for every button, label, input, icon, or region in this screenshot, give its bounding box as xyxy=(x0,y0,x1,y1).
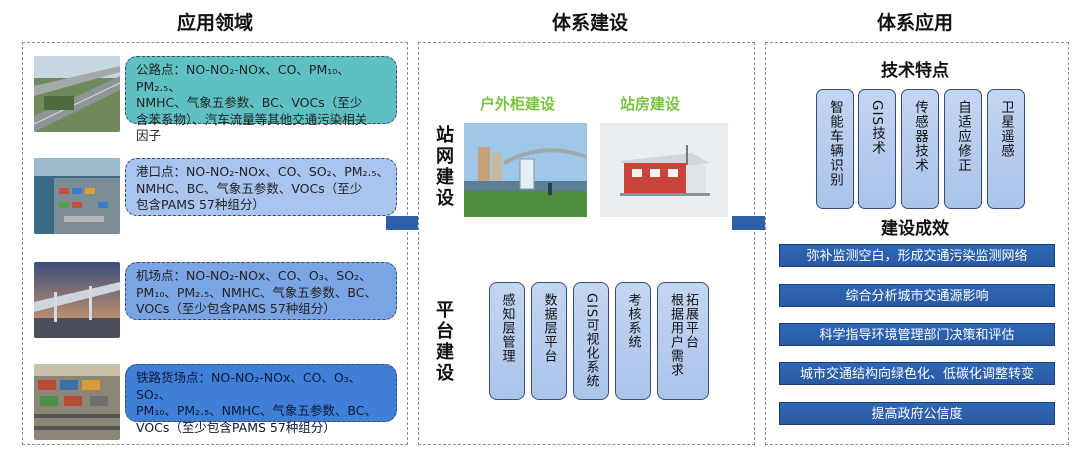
platform-construction-label: 平台建设 xyxy=(433,300,454,384)
platform-item-label: 感知层管理 xyxy=(499,293,515,363)
application-row-line: 机场点：NO-NO₂-NOx、CO、O₃、SO₂、 xyxy=(136,268,372,283)
application-row-line: VOCs（至少包含PAMS 57种组分） xyxy=(136,301,336,316)
application-row-line: 含苯系物）、汽车流量等其他交通污染相关 xyxy=(136,111,368,127)
tech-item-gis: GIS技术 xyxy=(858,89,896,209)
platform-item-label: GIS可视化系统 xyxy=(583,293,599,389)
tech-item-label: GIS技术 xyxy=(869,100,885,156)
photo-highway xyxy=(34,56,120,132)
application-row-highway: 公路点：NO-NO₂-NOx、CO、PM₁₀、PM₂.₅、 NMHC、气象五参数… xyxy=(125,56,397,143)
application-row-port: 港口点：NO-NO₂-NOx、CO、SO₂、PM₂.₅、 NMHC、BC、气象五… xyxy=(125,158,397,216)
photo-station-room xyxy=(600,123,728,217)
section-title-usage: 体系应用 xyxy=(876,12,953,34)
application-row-railway: 铁路货场点：NO-NO₂-NOx、CO、O₃、SO₂、 PM₁₀、PM₂.₅、N… xyxy=(125,364,397,435)
application-row-line: NMHC、BC、气象五参数、VOCs（至少 xyxy=(136,180,363,196)
platform-item-perception: 感知层管理 xyxy=(489,282,525,400)
tech-item-label: 自适应修正 xyxy=(955,100,971,173)
platform-item-label: 拓展平台 xyxy=(683,293,698,349)
application-row-line: NMHC、气象五参数、BC、VOCs（至少 xyxy=(136,95,363,110)
tech-item-sensor: 传感器技术 xyxy=(901,89,939,209)
application-row-line: 包含PAMS 57种组分） xyxy=(136,197,265,212)
application-row-line: 公路点：NO-NO₂-NOx、CO、PM₁₀、PM₂.₅、 xyxy=(136,62,350,94)
application-row-line: 因子 xyxy=(136,128,162,143)
platform-item-label: 考核系统 xyxy=(625,293,641,349)
application-row-line: PM₁₀、PM₂.₅、NMHC、气象五参数、BC、 xyxy=(136,284,378,300)
application-row-line: 铁路货场点：NO-NO₂-NOx、CO、O₃、SO₂、 xyxy=(136,370,362,402)
platform-item-data: 数据层平台 xyxy=(531,282,567,400)
station-room-label: 站房建设 xyxy=(620,95,681,113)
construction-results-title: 建设成效 xyxy=(881,219,949,239)
photo-airport xyxy=(34,262,120,338)
tech-features-title: 技术特点 xyxy=(881,61,949,81)
application-row-line: 港口点：NO-NO₂-NOx、CO、SO₂、PM₂.₅、 xyxy=(136,164,390,179)
tech-item-label: 卫星遥感 xyxy=(998,100,1014,158)
photo-railway-yard xyxy=(34,364,120,440)
platform-item-extension: 根据用户需求 拓展平台 xyxy=(657,282,709,400)
photo-port xyxy=(34,158,120,234)
tech-item-label: 传感器技术 xyxy=(912,100,928,173)
result-item: 科学指导环境管理部门决策和评估 xyxy=(779,323,1055,346)
result-item: 综合分析城市交通源影响 xyxy=(779,284,1055,307)
tech-item-adaptive: 自适应修正 xyxy=(944,89,982,209)
photo-outdoor-cabinet xyxy=(464,123,587,217)
platform-item-label: 根据用户需求 xyxy=(668,293,683,377)
platform-item-gis: GIS可视化系统 xyxy=(573,282,609,400)
platform-item-assessment: 考核系统 xyxy=(615,282,651,400)
application-row-line: VOCs（至少包含PAMS 57种组分） xyxy=(136,419,336,435)
tech-item-vehicle-recognition: 智能车辆识别 xyxy=(816,89,854,209)
application-row-line: PM₁₀、PM₂.₅、NMHC、气象五参数、BC、 xyxy=(136,403,378,418)
result-item: 提高政府公信度 xyxy=(779,402,1055,425)
application-row-airport: 机场点：NO-NO₂-NOx、CO、O₃、SO₂、 PM₁₀、PM₂.₅、NMH… xyxy=(125,262,397,320)
tech-item-satellite: 卫星遥感 xyxy=(987,89,1025,209)
outdoor-cabinet-label: 户外柜建设 xyxy=(480,95,556,113)
station-network-label: 站网建设 xyxy=(433,125,454,209)
section-title-construction: 体系建设 xyxy=(551,12,628,34)
result-item: 弥补监测空白，形成交通污染监测网络 xyxy=(779,244,1055,267)
tech-item-label: 智能车辆识别 xyxy=(827,100,843,187)
platform-item-label: 数据层平台 xyxy=(541,293,557,363)
result-item: 城市交通结构向绿色化、低碳化调整转变 xyxy=(779,362,1055,385)
section-title-application: 应用领域 xyxy=(176,12,253,34)
